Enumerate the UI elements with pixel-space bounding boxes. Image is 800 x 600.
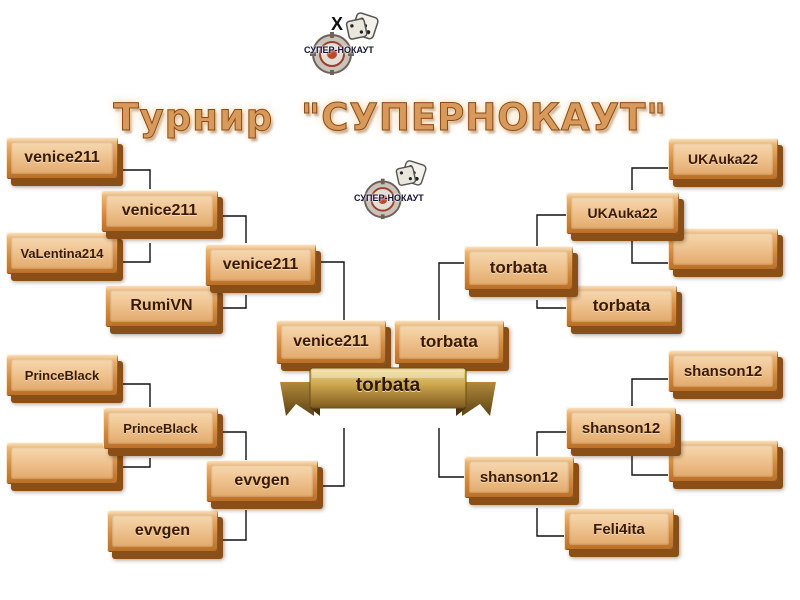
player-name: VaLentina214	[20, 245, 104, 261]
player-name: shanson12	[683, 362, 763, 380]
player-slot-left-top-r1-b[interactable]: VaLentina214	[6, 232, 118, 274]
player-name: PrinceBlack	[123, 420, 198, 436]
logo-mark: X	[331, 14, 344, 34]
player-name: venice211	[222, 256, 299, 273]
player-slot-right-top-r2-b[interactable]: torbata	[566, 285, 677, 327]
player-slot-right-bottom-r1-a[interactable]: shanson12	[668, 350, 778, 392]
dice-gear-logo-secondary-icon	[352, 158, 436, 220]
player-slot-left-bottom-r1-a[interactable]: PrinceBlack	[6, 354, 118, 396]
player-slot-right-bottom-r2-b[interactable]: Feli4ita	[564, 508, 674, 550]
player-slot-right-top-r2-a[interactable]: UKAuka22	[566, 192, 679, 234]
player-slot-final-right[interactable]: torbata	[394, 320, 504, 364]
player-slot-left-top-r2-b[interactable]: RumiVN	[105, 285, 218, 327]
player-name: evvgen	[134, 522, 191, 539]
player-slot-right-top-r1-a[interactable]: UKAuka22	[668, 138, 778, 180]
player-name: evvgen	[234, 472, 290, 489]
player-slot-left-bottom-r2-a[interactable]: PrinceBlack	[103, 407, 218, 449]
player-slot-left-top-r3[interactable]: venice211	[205, 244, 316, 286]
player-name: UKAuka22	[687, 151, 759, 167]
dice-gear-logo-icon	[302, 10, 386, 76]
player-name: torbata	[592, 296, 651, 315]
player-slot-right-top-r3[interactable]: torbata	[464, 246, 573, 290]
player-slot-right-bottom-r2-a[interactable]: shanson12	[566, 407, 676, 449]
winner-name: torbata	[355, 375, 421, 396]
player-name: Feli4ita	[593, 520, 645, 538]
player-slot-left-top-r1-a[interactable]: venice211	[6, 137, 118, 179]
page-title: Турнир "СУПЕРНОКАУТ"	[113, 95, 667, 139]
player-name: shanson12	[479, 468, 559, 486]
player-slot-left-top-r2-a[interactable]: venice211	[101, 190, 218, 232]
player-name: venice211	[121, 202, 198, 219]
player-slot-right-bottom-r1-b[interactable]	[668, 440, 778, 482]
logo-text-secondary: СУПЕР-НОКАУТ	[354, 193, 424, 203]
player-name: torbata	[420, 332, 478, 351]
player-name: torbata	[489, 258, 548, 277]
player-slot-final-left[interactable]: venice211	[276, 320, 386, 364]
player-slot-left-bottom-r1-b[interactable]	[6, 442, 118, 484]
player-name: RumiVN	[130, 297, 193, 314]
winner-ribbon-icon	[280, 364, 496, 426]
player-name: UKAuka22	[587, 205, 658, 221]
player-slot-right-top-r1-b[interactable]	[668, 228, 778, 270]
player-name: PrinceBlack	[24, 367, 100, 383]
player-name: venice211	[293, 333, 369, 350]
logo-text: СУПЕР-НОКАУТ	[304, 45, 374, 55]
player-name: venice211	[24, 149, 100, 166]
player-name: shanson12	[581, 419, 661, 437]
player-slot-left-bottom-r3[interactable]: evvgen	[206, 460, 318, 502]
player-slot-left-bottom-r2-b[interactable]: evvgen	[107, 510, 218, 552]
player-slot-right-bottom-r3[interactable]: shanson12	[464, 456, 574, 498]
